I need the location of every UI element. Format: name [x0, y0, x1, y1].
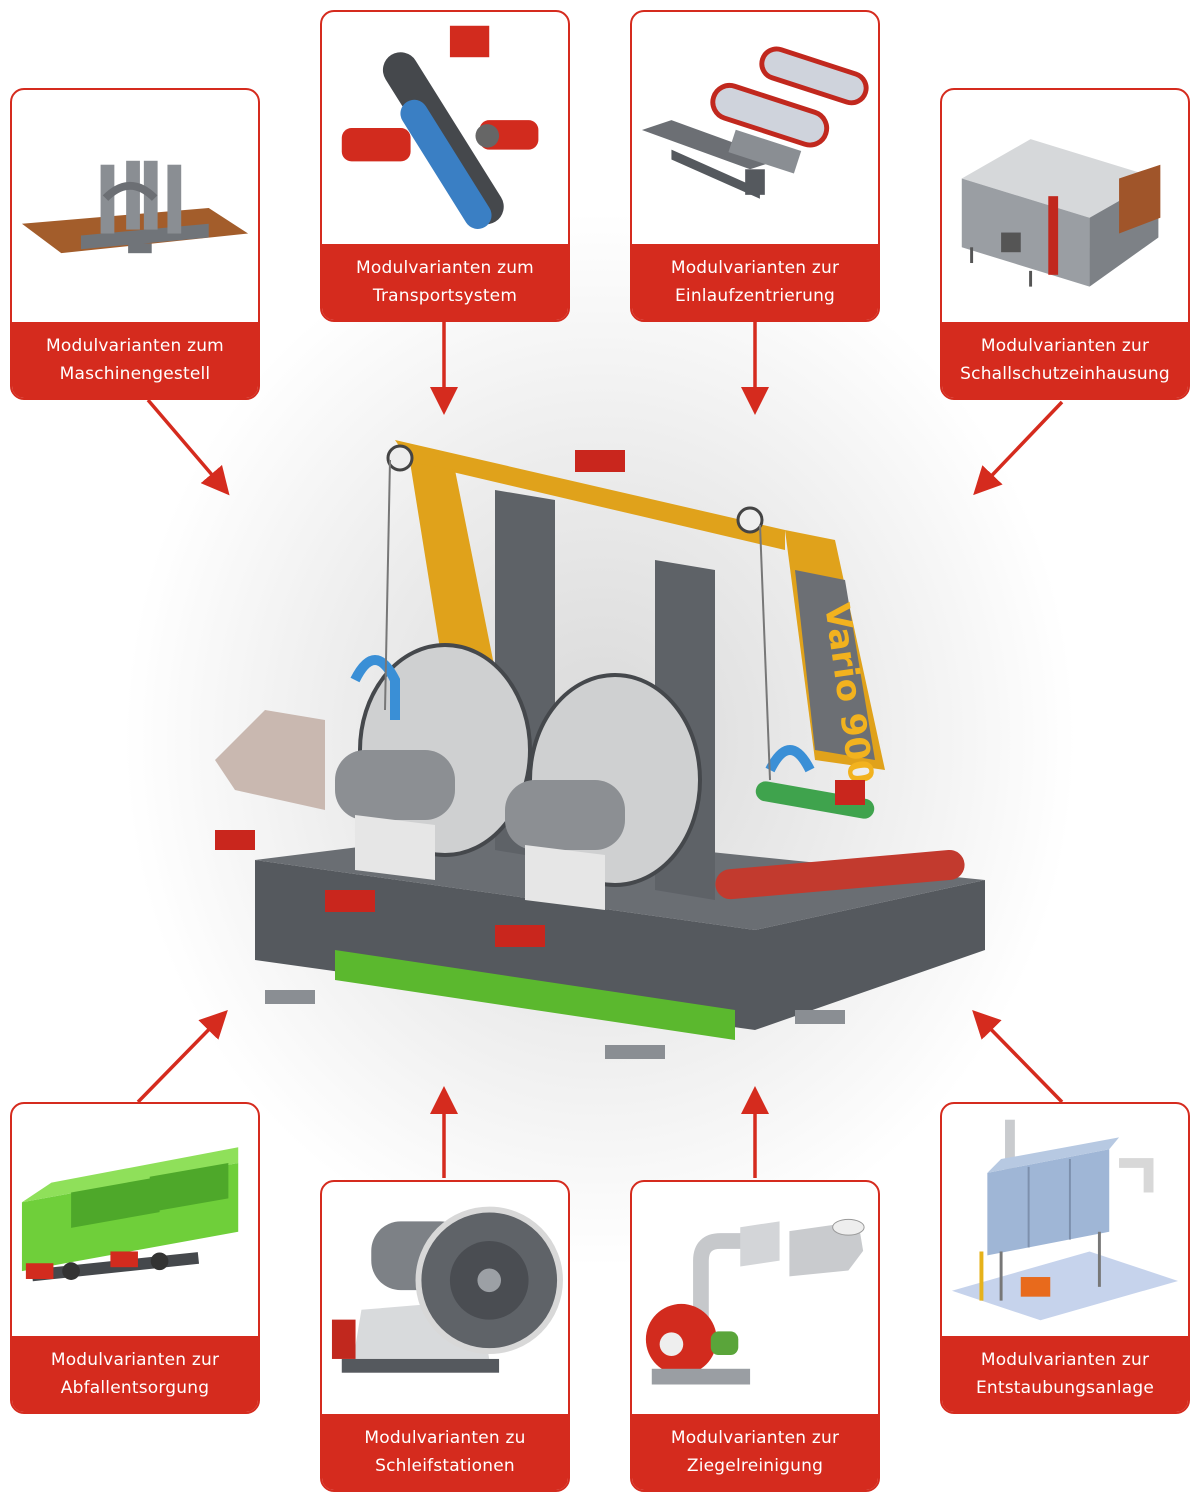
module-card-maschinengestell[interactable]: Modulvarianten zum Maschinengestell — [10, 88, 260, 400]
module-label: Modulvarianten zu Schleifstationen — [322, 1414, 568, 1490]
label-line-1: Modulvarianten zu — [364, 1428, 526, 1448]
label-line-1: Modulvarianten zur — [670, 1428, 840, 1448]
label-line-1: Modulvarianten zur — [50, 1350, 220, 1370]
module-label: Modulvarianten zur Einlaufzentrierung — [632, 244, 878, 320]
label-line-2: Ziegelreinigung — [686, 1456, 824, 1476]
label-line-2: Schallschutzeinhausung — [960, 364, 1170, 384]
module-label: Modulvarianten zur Schallschutzeinhausun… — [942, 322, 1188, 398]
label-line-2: Einlaufzentrierung — [674, 286, 836, 306]
vario-900-machine-image: Vario 900 — [195, 430, 995, 1070]
module-label: Modulvarianten zum Transportsystem — [322, 244, 568, 320]
label-line-1: Modulvarianten zum — [356, 258, 534, 278]
conveyor-drive-image — [322, 12, 568, 244]
module-label: Modulvarianten zur Abfallentsorgung — [12, 1336, 258, 1412]
module-card-entstaubungsanlage[interactable]: Modulvarianten zur Entstaubungsanlage — [940, 1102, 1190, 1414]
label-line-2: Transportsystem — [372, 286, 518, 306]
label-line-2: Schleifstationen — [375, 1456, 515, 1476]
label-line-2: Entstaubungsanlage — [975, 1378, 1155, 1398]
module-label: Modulvarianten zum Maschinengestell — [12, 322, 258, 398]
brick-cleaning-fan-image — [632, 1182, 878, 1414]
soundproof-enclosure-image — [942, 90, 1188, 322]
centering-unit-image — [632, 12, 878, 244]
module-card-ziegelreinigung[interactable]: Modulvarianten zur Ziegelreinigung — [630, 1180, 880, 1492]
module-card-schallschutzeinhausung[interactable]: Modulvarianten zur Schallschutzeinhausun… — [940, 88, 1190, 400]
dust-extraction-image — [942, 1104, 1188, 1336]
label-line-1: Modulvarianten zur — [980, 1350, 1150, 1370]
machine-frame-image — [12, 90, 258, 322]
module-label: Modulvarianten zur Entstaubungsanlage — [942, 1336, 1188, 1412]
module-card-schleifstationen[interactable]: Modulvarianten zu Schleifstationen — [320, 1180, 570, 1492]
waste-conveyor-image — [12, 1104, 258, 1336]
module-card-abfallentsorgung[interactable]: Modulvarianten zur Abfallentsorgung — [10, 1102, 260, 1414]
module-card-transportsystem[interactable]: Modulvarianten zum Transportsystem — [320, 10, 570, 322]
label-line-2: Abfallentsorgung — [60, 1378, 210, 1398]
module-card-einlaufzentrierung[interactable]: Modulvarianten zur Einlaufzentrierung — [630, 10, 880, 322]
grinding-station-image — [322, 1182, 568, 1414]
label-line-1: Modulvarianten zum — [46, 336, 224, 356]
label-line-1: Modulvarianten zur — [670, 258, 840, 278]
label-line-1: Modulvarianten zur — [980, 336, 1150, 356]
label-line-2: Maschinengestell — [59, 364, 211, 384]
module-label: Modulvarianten zur Ziegelreinigung — [632, 1414, 878, 1490]
